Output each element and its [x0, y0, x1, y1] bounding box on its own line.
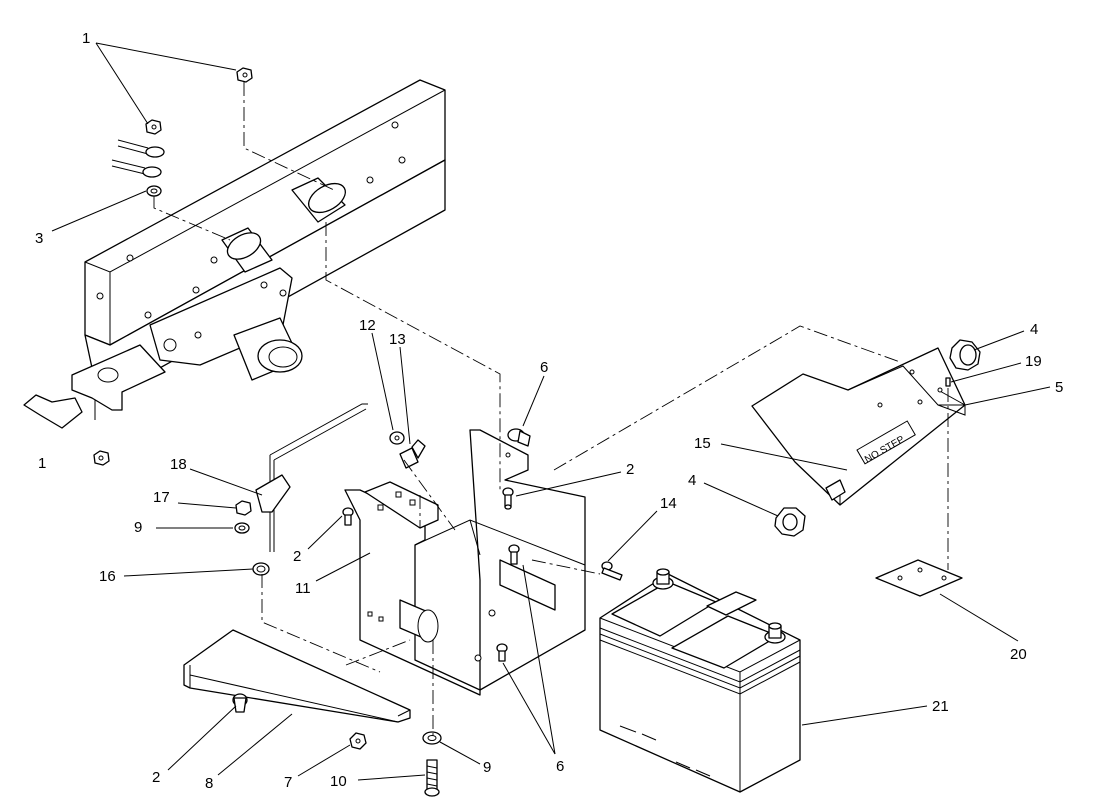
battery-cables: [111, 139, 165, 178]
nut-17: [235, 500, 252, 516]
clip-13: [399, 439, 426, 469]
callout-18: 18: [170, 456, 187, 473]
bolt-6-mid: [508, 544, 520, 565]
callout-3: 3: [35, 230, 43, 247]
nut-top-right: [236, 67, 253, 83]
callout-13: 13: [389, 331, 406, 348]
nut-7: [349, 732, 367, 750]
bolt-6-upper: [507, 428, 531, 447]
callout-20: 20: [1010, 646, 1027, 663]
callout-17: 17: [153, 489, 170, 506]
bolt-6-lower: [496, 643, 508, 662]
callout-6-upper: 6: [540, 359, 548, 376]
callout-1-left: 1: [38, 455, 46, 472]
knob-4-lower: [774, 507, 806, 537]
callout-19: 19: [1025, 353, 1042, 370]
callout-2-upper: 2: [626, 461, 634, 478]
callout-1-top: 1: [82, 30, 90, 47]
lock-washer: [146, 185, 162, 197]
assembly-centerlines: [153, 82, 949, 736]
callout-21: 21: [932, 698, 949, 715]
callout-16: 16: [99, 568, 116, 585]
bolt-14: [601, 561, 623, 581]
bolt-2-upper: [502, 487, 514, 510]
callout-14: 14: [660, 495, 677, 512]
callout-11: 11: [295, 580, 311, 597]
callout-4-upper: 4: [1030, 321, 1038, 338]
callout-labels: 1 1 3 12 13 6 4 19 5 15 2 18 17 9 2 11 1…: [35, 30, 1063, 792]
knob-4-upper: [949, 339, 981, 371]
callout-12: 12: [359, 317, 376, 334]
battery-pad: [875, 559, 963, 597]
callout-9-lower: 9: [483, 759, 491, 776]
leader-lines: [51, 42, 1051, 781]
bolt-10: [424, 759, 440, 797]
callout-8: 8: [205, 775, 213, 792]
callout-4-lower: 4: [688, 472, 696, 489]
callout-9-upper: 9: [134, 519, 142, 536]
callout-15: 15: [694, 435, 711, 452]
callout-2-left: 2: [293, 548, 301, 565]
hitch-bracket: [23, 267, 303, 429]
pin-19: [945, 377, 951, 387]
battery-cover: NO STEP: [751, 347, 966, 506]
washer-9-lower: [422, 731, 442, 745]
rail-tube-upper: [221, 177, 346, 273]
callout-10: 10: [330, 773, 347, 790]
nut-top-left: [145, 119, 162, 135]
bolt-2-left: [342, 507, 354, 526]
callout-7: 7: [284, 774, 292, 791]
callout-2-lower: 2: [152, 769, 160, 786]
callout-5: 5: [1055, 379, 1063, 396]
battery: [599, 568, 801, 793]
lower-bracket: [183, 629, 411, 723]
battery-tray: [344, 429, 586, 696]
washer-9-upper: [234, 522, 250, 534]
hold-down-rod: [252, 403, 368, 576]
callout-6-lower: 6: [556, 758, 564, 775]
bolt-2-lower: [232, 693, 248, 713]
nut-12: [389, 431, 405, 445]
nut-left: [93, 450, 110, 466]
